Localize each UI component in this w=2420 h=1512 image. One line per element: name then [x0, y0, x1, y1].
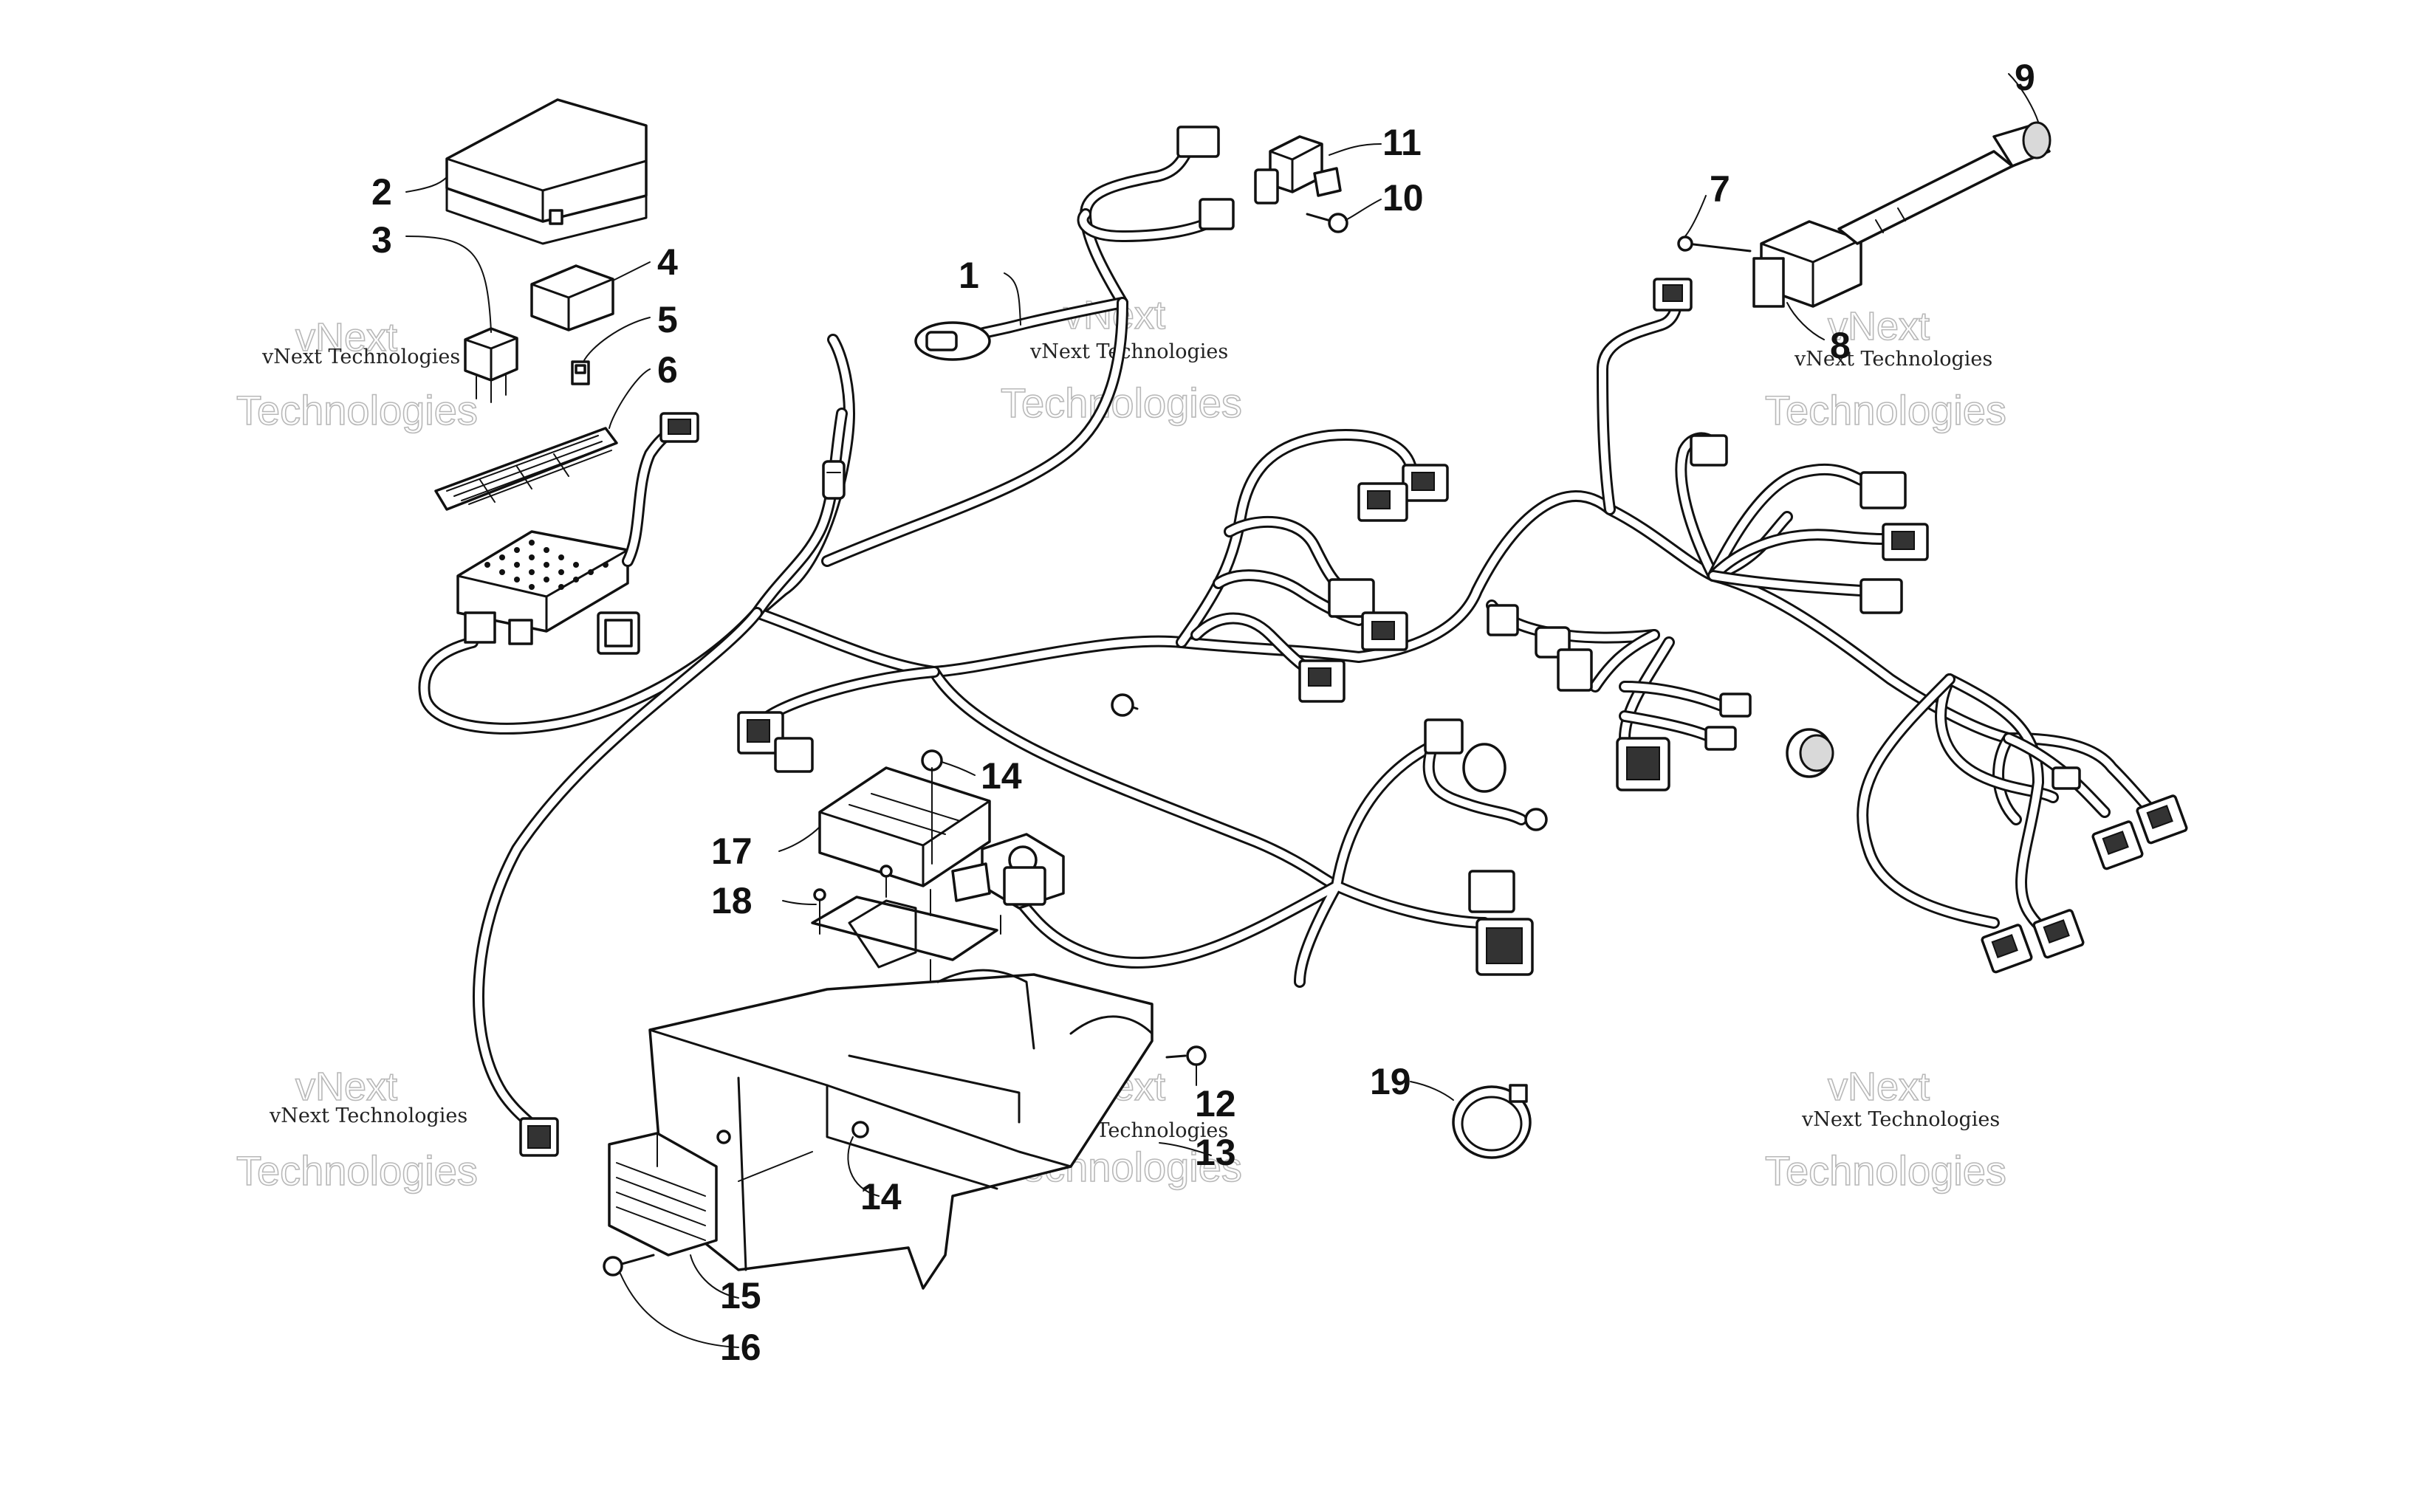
ignition-coil-bolt [1677, 236, 1752, 252]
callout-14-bottom: 14 [860, 1176, 902, 1217]
svg-text:Technologies: Technologies [236, 387, 478, 433]
fuse-box-base [456, 530, 629, 645]
coil-connector [1653, 278, 1693, 312]
watermark-top-center: vNext vNext Technologies Technologies [1000, 292, 1243, 427]
nut-top [921, 749, 943, 865]
svg-text:Technologies: Technologies [1765, 387, 2006, 433]
svg-text:vNext: vNext [295, 1065, 397, 1109]
fuse-label-sheet [434, 427, 618, 511]
svg-text:vNext Technologies: vNext Technologies [1029, 340, 1228, 363]
fuse [571, 360, 590, 385]
watermark-top-left: vNext vNext Technologies Technologies [236, 315, 479, 434]
svg-text:vNext: vNext [1828, 1065, 1930, 1109]
svg-text:vNext Technologies: vNext Technologies [1794, 348, 1992, 371]
tray-fastener [1165, 1045, 1207, 1066]
svg-text:vNext: vNext [295, 315, 397, 360]
sensor-bolt [1306, 213, 1348, 233]
battery-tray [648, 969, 1154, 1290]
hose-clamp [1452, 1084, 1532, 1159]
left-harness-connectors [519, 711, 814, 1157]
sensor [1254, 135, 1342, 205]
callout-1: 1 [959, 255, 979, 296]
diagnostic-cable [821, 126, 1235, 567]
svg-text:Technologies: Technologies [236, 1147, 478, 1194]
svg-text:vNext: vNext [1828, 304, 1930, 348]
watermark-top-right: vNext vNext Technologies Technologies [1764, 303, 2007, 434]
connector-cluster-lower [1111, 693, 1548, 976]
callout-3: 3 [371, 219, 392, 261]
callout-9: 9 [2015, 57, 2035, 98]
callout-5: 5 [657, 299, 678, 340]
callout-4: 4 [657, 241, 678, 283]
svg-text:vNext Technologies: vNext Technologies [269, 1104, 467, 1127]
test-plug [822, 460, 846, 500]
callout-15: 15 [720, 1275, 761, 1316]
connector-cluster-right [1690, 434, 2188, 974]
fuse-box-cover [445, 98, 648, 245]
svg-text:Technologies: Technologies [1765, 1147, 2006, 1194]
mounting-bracket [811, 865, 1001, 986]
leader-lines [405, 73, 2039, 1348]
svg-text:vNext Technologies: vNext Technologies [1801, 1108, 2000, 1131]
callout-16: 16 [720, 1327, 761, 1368]
callout-10: 10 [1382, 177, 1424, 219]
connector-cluster-middle [1486, 599, 1834, 791]
callout-7: 7 [1710, 168, 1730, 210]
callout-17: 17 [711, 831, 753, 872]
callout-14-top: 14 [981, 755, 1022, 797]
voltage-regulator [608, 1132, 813, 1257]
regulator-screw [603, 1254, 655, 1276]
harness-connector-left [597, 611, 640, 655]
callout-8: 8 [1830, 325, 1851, 366]
callout-13: 13 [1195, 1132, 1236, 1173]
relay [530, 264, 614, 331]
connector-cluster-center [1176, 429, 1449, 703]
fuse-box-connector [622, 412, 699, 567]
control-module [818, 766, 1065, 910]
watermark-bottom-left: vNext vNext Technologies Technologies [236, 1064, 479, 1195]
svg-text:vNext Technologies: vNext Technologies [261, 346, 460, 368]
watermark-bottom-right: vNext vNext Technologies Technologies [1764, 1064, 2007, 1195]
callout-18: 18 [711, 880, 753, 921]
ignition-coil [1752, 121, 2051, 308]
callout-2: 2 [371, 171, 392, 213]
callout-12: 12 [1195, 1083, 1236, 1124]
callout-labels: 1 2 3 4 5 6 7 8 9 10 11 12 13 14 14 15 1… [371, 57, 2035, 1368]
svg-text:Technologies: Technologies [1001, 379, 1242, 426]
callout-6: 6 [657, 349, 678, 391]
callout-19: 19 [1370, 1061, 1411, 1102]
callout-11: 11 [1382, 122, 1422, 163]
